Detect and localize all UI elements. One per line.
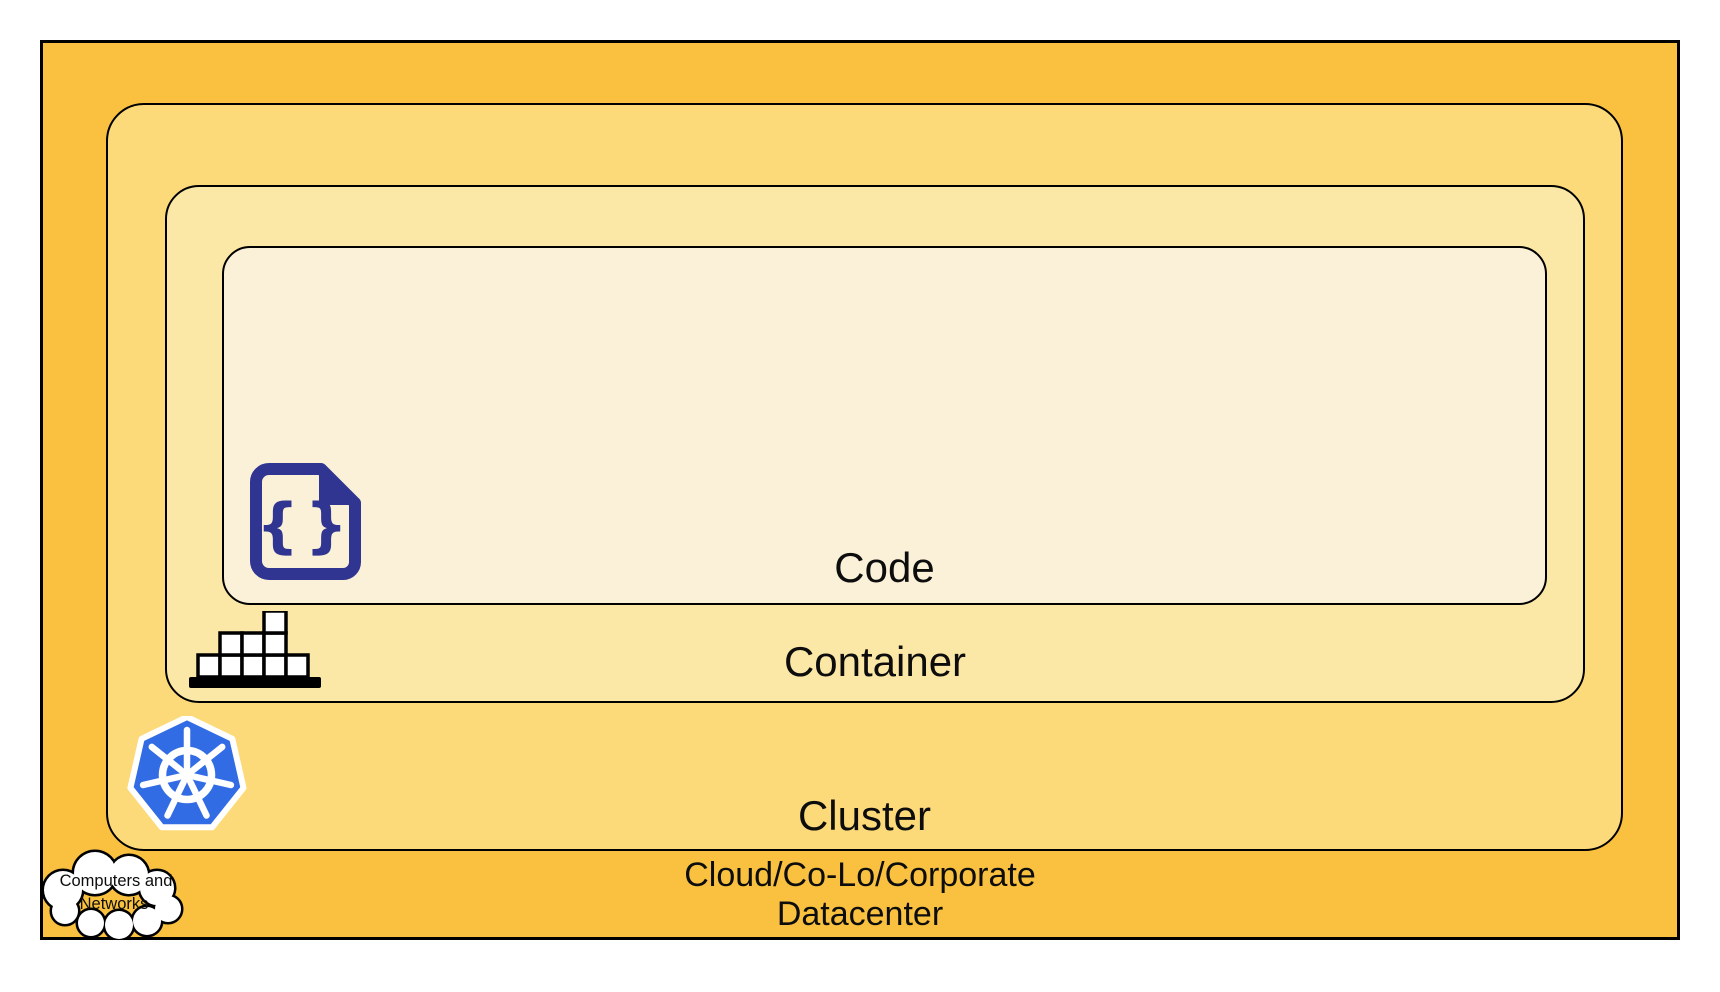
layer-code: {} Code (222, 246, 1547, 605)
cloud-label-line2: Networks (80, 895, 149, 913)
code-file-icon: {} (248, 462, 363, 582)
code-file-icon-svg: {} (250, 463, 361, 580)
layer-cluster: {} Code (106, 103, 1623, 851)
code-label: Code (834, 543, 935, 591)
container-stack-svg (189, 611, 321, 688)
code-braces-glyph: {} (256, 491, 353, 561)
kubernetes-helm-icon (125, 716, 250, 836)
layer-datacenter: {} Code (40, 40, 1680, 940)
datacenter-label-line2: Datacenter (776, 895, 944, 933)
container-stack-icon (189, 611, 321, 689)
cloud-label-line1: Computers and (60, 872, 173, 890)
layer-container: {} Code (165, 185, 1585, 703)
datacenter-label-line1: Cloud/Co-Lo/Corporate (684, 856, 1036, 894)
datacenter-label: Cloud/Co-Lo/Corporate Datacenter (43, 856, 1677, 934)
cloud-icon: Computers and Networks (39, 848, 191, 940)
kubernetes-helm-svg (127, 716, 247, 831)
cloud-callout-svg: Computers and Networks (41, 849, 184, 940)
cluster-label: Cluster (797, 791, 932, 839)
container-label: Container (783, 637, 967, 685)
